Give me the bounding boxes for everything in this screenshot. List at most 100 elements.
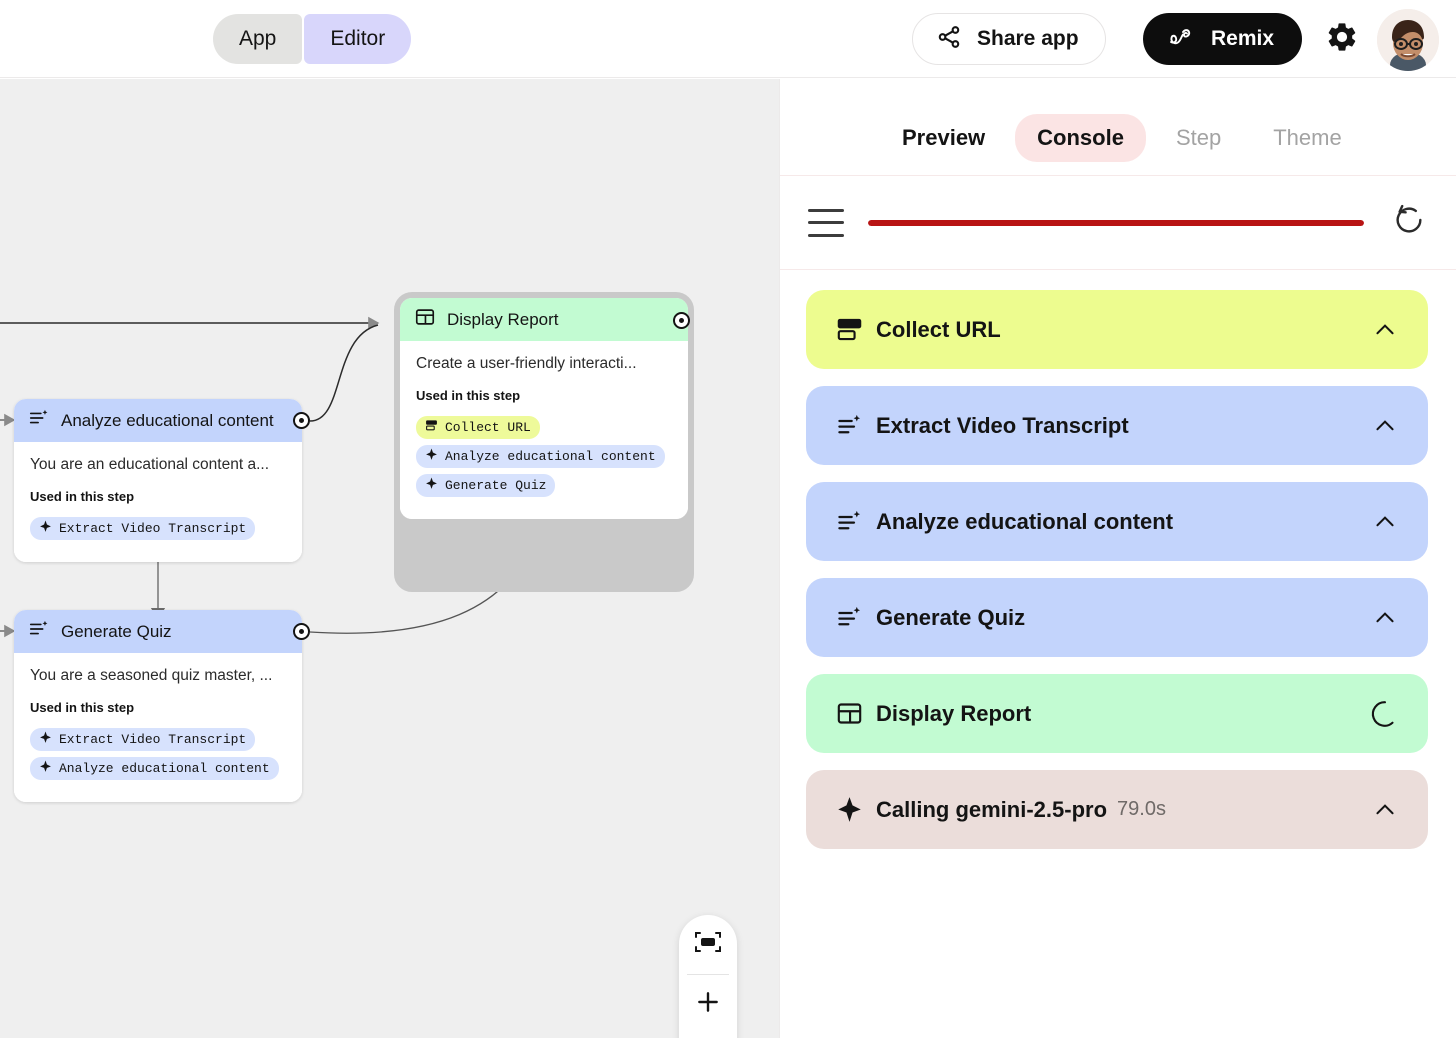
zoom-out-button[interactable] bbox=[679, 1033, 737, 1038]
console-row-list: Collect URL Extract Video Transcript bbox=[780, 270, 1456, 849]
chevron-up-icon[interactable] bbox=[1368, 313, 1402, 347]
sparkle-icon bbox=[425, 477, 438, 494]
fit-to-screen-button[interactable] bbox=[679, 915, 737, 974]
console-row-collect-url[interactable]: Collect URL bbox=[806, 290, 1428, 369]
console-row-label: Generate Quiz bbox=[876, 604, 1026, 630]
chip-extract-video-transcript[interactable]: Extract Video Transcript bbox=[30, 728, 256, 751]
ai-text-lines-icon bbox=[832, 412, 866, 439]
chip-label: Extract Video Transcript bbox=[59, 732, 247, 747]
console-row-label: Calling gemini-2.5-pro bbox=[876, 796, 1108, 822]
panel-tab-group: Preview Console Step Theme bbox=[780, 79, 1456, 175]
reload-icon bbox=[1392, 203, 1426, 242]
mode-tab-app[interactable]: App bbox=[213, 14, 303, 64]
node-display-report[interactable]: Display Report Create a user-friendly in… bbox=[394, 292, 694, 592]
node-analyze-educational-content[interactable]: Analyze educational content You are an e… bbox=[14, 399, 310, 562]
hamburger-icon[interactable] bbox=[808, 208, 844, 237]
node-description: You are a seasoned quiz master, ... bbox=[30, 667, 273, 684]
form-icon bbox=[425, 419, 438, 436]
form-icon bbox=[832, 316, 866, 343]
mode-tab-group: App Editor bbox=[213, 14, 412, 64]
sparkle-icon bbox=[39, 760, 52, 777]
avatar[interactable] bbox=[1377, 9, 1439, 71]
node-body: Create a user-friendly interacti... Used… bbox=[400, 341, 688, 519]
console-row-generate-quiz[interactable]: Generate Quiz bbox=[806, 578, 1428, 657]
node-description: You are an educational content a... bbox=[30, 456, 270, 473]
sparkle-icon bbox=[39, 731, 52, 748]
share-app-label: Share app bbox=[977, 27, 1079, 50]
console-row-label: Analyze educational content bbox=[876, 508, 1174, 534]
settings-button[interactable] bbox=[1322, 19, 1362, 59]
node-chip-list: Collect URL Analyze educational content bbox=[416, 416, 672, 503]
node-header: Analyze educational content bbox=[14, 399, 302, 442]
chevron-up-icon[interactable] bbox=[1368, 505, 1402, 539]
chip-extract-video-transcript[interactable]: Extract Video Transcript bbox=[30, 517, 256, 540]
layout-panel-icon bbox=[414, 306, 436, 333]
chip-collect-url[interactable]: Collect URL bbox=[416, 416, 540, 439]
chip-label: Generate Quiz bbox=[445, 478, 547, 493]
layout-panel-icon bbox=[832, 700, 866, 727]
node-body: You are an educational content a... Used… bbox=[14, 442, 302, 562]
node-used-label: Used in this step bbox=[30, 489, 135, 504]
run-progress-bar bbox=[868, 219, 1364, 226]
squiggle-icon bbox=[1167, 24, 1197, 55]
console-row-label: Extract Video Transcript bbox=[876, 412, 1129, 438]
node-title: Generate Quiz bbox=[61, 621, 172, 641]
tab-theme[interactable]: Theme bbox=[1251, 114, 1363, 162]
chevron-up-icon[interactable] bbox=[1368, 793, 1402, 827]
chip-label: Analyze educational content bbox=[445, 449, 656, 464]
tab-theme-label: Theme bbox=[1273, 125, 1342, 150]
remix-label: Remix bbox=[1211, 27, 1275, 50]
sparkle-icon bbox=[39, 520, 52, 537]
node-generate-quiz[interactable]: Generate Quiz You are a seasoned quiz ma… bbox=[14, 610, 310, 802]
tab-console[interactable]: Console bbox=[1015, 114, 1146, 162]
node-output-port[interactable] bbox=[293, 412, 310, 429]
node-used-label: Used in this step bbox=[416, 388, 521, 403]
node-body: You are a seasoned quiz master, ... Used… bbox=[14, 653, 302, 802]
chip-analyze-educational-content[interactable]: Analyze educational content bbox=[30, 757, 279, 780]
console-row-label: Display Report bbox=[876, 700, 1032, 726]
chip-label: Extract Video Transcript bbox=[59, 521, 247, 536]
mode-tab-app-label: App bbox=[239, 27, 277, 50]
fit-to-screen-icon bbox=[694, 930, 722, 959]
chip-analyze-educational-content[interactable]: Analyze educational content bbox=[416, 445, 665, 468]
console-row-extract-video-transcript[interactable]: Extract Video Transcript bbox=[806, 386, 1428, 465]
chip-label: Collect URL bbox=[445, 420, 531, 435]
tab-preview-label: Preview bbox=[902, 125, 986, 150]
console-row-duration: 79.0s bbox=[1117, 798, 1166, 820]
reload-button[interactable] bbox=[1388, 202, 1430, 244]
node-chip-list: Extract Video Transcript bbox=[30, 517, 286, 546]
node-output-port[interactable] bbox=[673, 312, 690, 329]
chip-generate-quiz[interactable]: Generate Quiz bbox=[416, 474, 556, 497]
console-row-analyze-educational-content[interactable]: Analyze educational content bbox=[806, 482, 1428, 561]
chevron-up-icon[interactable] bbox=[1368, 601, 1402, 635]
console-row-calling-model[interactable]: Calling gemini-2.5-pro 79.0s bbox=[806, 770, 1428, 849]
workflow-canvas[interactable]: Analyze educational content You are an e… bbox=[0, 79, 779, 1038]
ai-text-lines-icon bbox=[832, 604, 866, 631]
chevron-up-icon[interactable] bbox=[1368, 409, 1402, 443]
mode-tab-editor[interactable]: Editor bbox=[304, 14, 412, 64]
zoom-in-button[interactable] bbox=[679, 975, 737, 1034]
share-app-button[interactable]: Share app bbox=[912, 13, 1106, 65]
remix-button[interactable]: Remix bbox=[1143, 13, 1303, 65]
node-header: Generate Quiz bbox=[14, 610, 302, 653]
share-nodes-icon bbox=[935, 23, 963, 56]
node-used-label: Used in this step bbox=[30, 700, 135, 715]
console-row-display-report[interactable]: Display Report bbox=[806, 674, 1428, 753]
tab-preview[interactable]: Preview bbox=[880, 114, 1007, 162]
console-row-label: Collect URL bbox=[876, 316, 1001, 342]
run-progress-fill bbox=[868, 219, 1364, 226]
divider bbox=[687, 973, 729, 975]
tab-console-label: Console bbox=[1037, 125, 1124, 150]
tab-step[interactable]: Step bbox=[1154, 114, 1243, 162]
node-chip-list: Extract Video Transcript Analyze educati… bbox=[30, 728, 286, 786]
ai-text-lines-icon bbox=[832, 508, 866, 535]
ai-text-lines-icon bbox=[28, 618, 50, 645]
top-bar: App Editor Share app Remix bbox=[0, 0, 1456, 78]
node-title: Analyze educational content bbox=[61, 410, 274, 430]
tab-step-label: Step bbox=[1175, 125, 1222, 150]
node-output-port[interactable] bbox=[293, 623, 310, 640]
plus-icon bbox=[695, 989, 721, 1020]
gear-icon bbox=[1325, 20, 1359, 59]
node-title: Display Report bbox=[447, 309, 559, 329]
sparkle-icon bbox=[832, 796, 866, 823]
